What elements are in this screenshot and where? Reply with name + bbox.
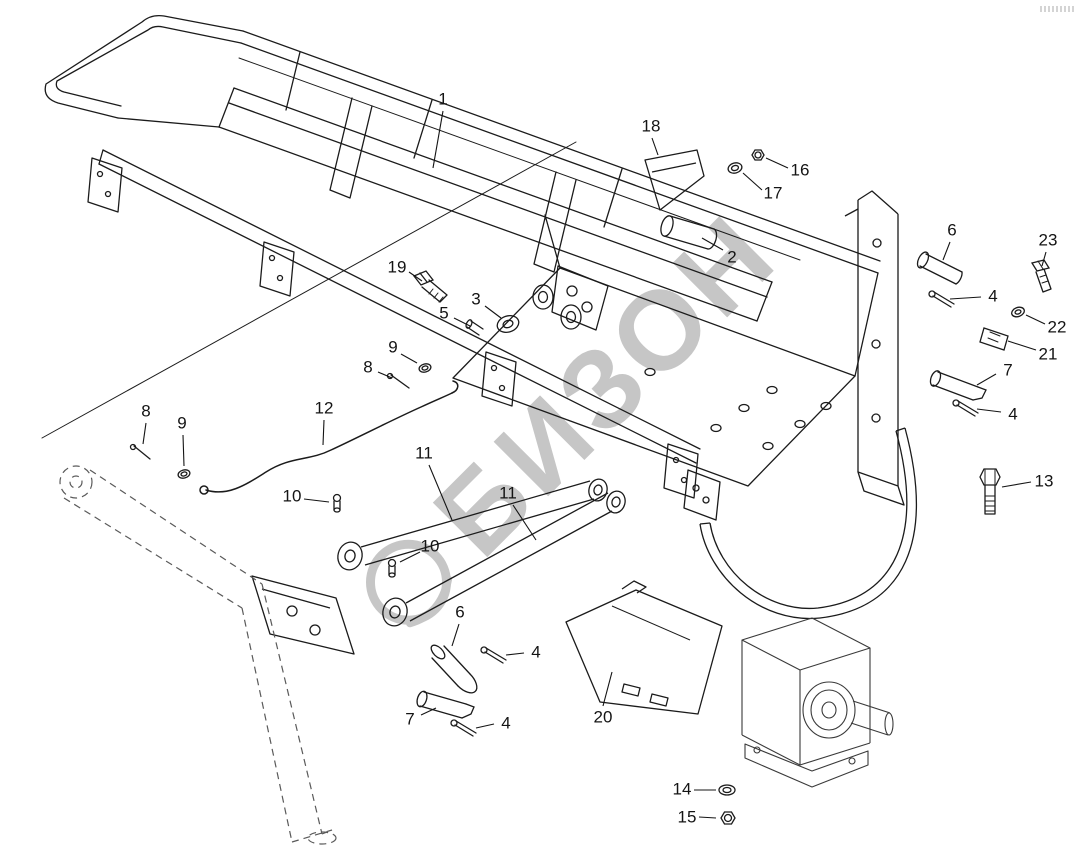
leader-line-12 xyxy=(322,419,325,446)
callout-10: 10 xyxy=(282,486,302,506)
link-arms xyxy=(337,478,626,627)
callout-14: 14 xyxy=(672,779,692,799)
print-artifact xyxy=(1040,6,1074,12)
callout-4: 4 xyxy=(988,286,998,306)
leader-line-7 xyxy=(420,707,437,716)
callout-7: 7 xyxy=(405,709,415,729)
callout-1: 1 xyxy=(438,89,448,109)
leader-line-1 xyxy=(432,110,444,169)
callout-23: 23 xyxy=(1038,230,1058,250)
leader-line-23 xyxy=(1041,251,1047,267)
leader-line-8 xyxy=(142,422,147,445)
leader-line-4 xyxy=(976,408,1002,413)
leader-line-11 xyxy=(428,464,453,521)
callout-10: 10 xyxy=(420,536,440,556)
leader-line-6 xyxy=(942,241,951,261)
leader-line-22 xyxy=(1025,314,1046,325)
callout-8: 8 xyxy=(363,357,373,377)
fender-tube xyxy=(699,427,917,620)
leader-line-2 xyxy=(701,237,724,251)
boom-arm-hidden xyxy=(59,465,337,845)
callout-7: 7 xyxy=(1003,360,1013,380)
callout-17: 17 xyxy=(763,183,783,203)
leader-line-18 xyxy=(651,137,659,156)
leader-line-10 xyxy=(303,498,330,503)
leader-line-20 xyxy=(602,671,613,707)
callout-6: 6 xyxy=(455,602,465,622)
callout-2: 2 xyxy=(727,247,737,267)
callout-16: 16 xyxy=(790,160,810,180)
callout-15: 15 xyxy=(677,807,697,827)
leader-line-5 xyxy=(453,317,471,327)
frame-structure xyxy=(41,14,881,521)
hitch-bracket xyxy=(251,575,355,655)
leader-line-21 xyxy=(1007,340,1037,351)
callout-4: 4 xyxy=(1008,404,1018,424)
leader-line-4 xyxy=(505,652,525,656)
callout-12: 12 xyxy=(314,398,334,418)
leader-line-10 xyxy=(399,551,421,563)
leader-line-15 xyxy=(698,816,717,819)
leader-line-11 xyxy=(512,504,537,541)
callout-9: 9 xyxy=(177,413,187,433)
leader-line-16 xyxy=(765,157,789,169)
callout-8: 8 xyxy=(141,401,151,421)
leader-line-9 xyxy=(182,434,185,467)
leader-line-4 xyxy=(475,723,495,729)
leader-line-19 xyxy=(408,271,423,282)
callout-9: 9 xyxy=(388,337,398,357)
leader-line-13 xyxy=(1001,481,1032,488)
leader-line-9 xyxy=(400,353,418,364)
leader-line-7 xyxy=(976,373,997,386)
gearbox xyxy=(741,617,894,788)
leader-line-17 xyxy=(742,172,763,191)
deflector-plate-18 xyxy=(644,149,705,211)
leader-line-6 xyxy=(451,623,460,647)
callout-13: 13 xyxy=(1034,471,1054,491)
leader-line-4 xyxy=(949,296,982,300)
callout-21: 21 xyxy=(1038,344,1058,364)
callout-3: 3 xyxy=(471,289,481,309)
callout-18: 18 xyxy=(641,116,661,136)
callout-22: 22 xyxy=(1047,317,1067,337)
callout-11: 11 xyxy=(499,483,517,503)
callout-5: 5 xyxy=(439,303,449,323)
callout-19: 19 xyxy=(387,257,407,277)
callout-4: 4 xyxy=(501,713,511,733)
leader-line-3 xyxy=(484,305,502,319)
cover-plate-20 xyxy=(565,580,723,715)
tie-rod xyxy=(199,380,459,495)
callout-11: 11 xyxy=(415,443,433,463)
leader-line-8 xyxy=(377,371,393,379)
hardware-pins-bolts xyxy=(129,149,1052,825)
callout-20: 20 xyxy=(593,707,613,727)
callout-4: 4 xyxy=(531,642,541,662)
callout-6: 6 xyxy=(947,220,957,240)
